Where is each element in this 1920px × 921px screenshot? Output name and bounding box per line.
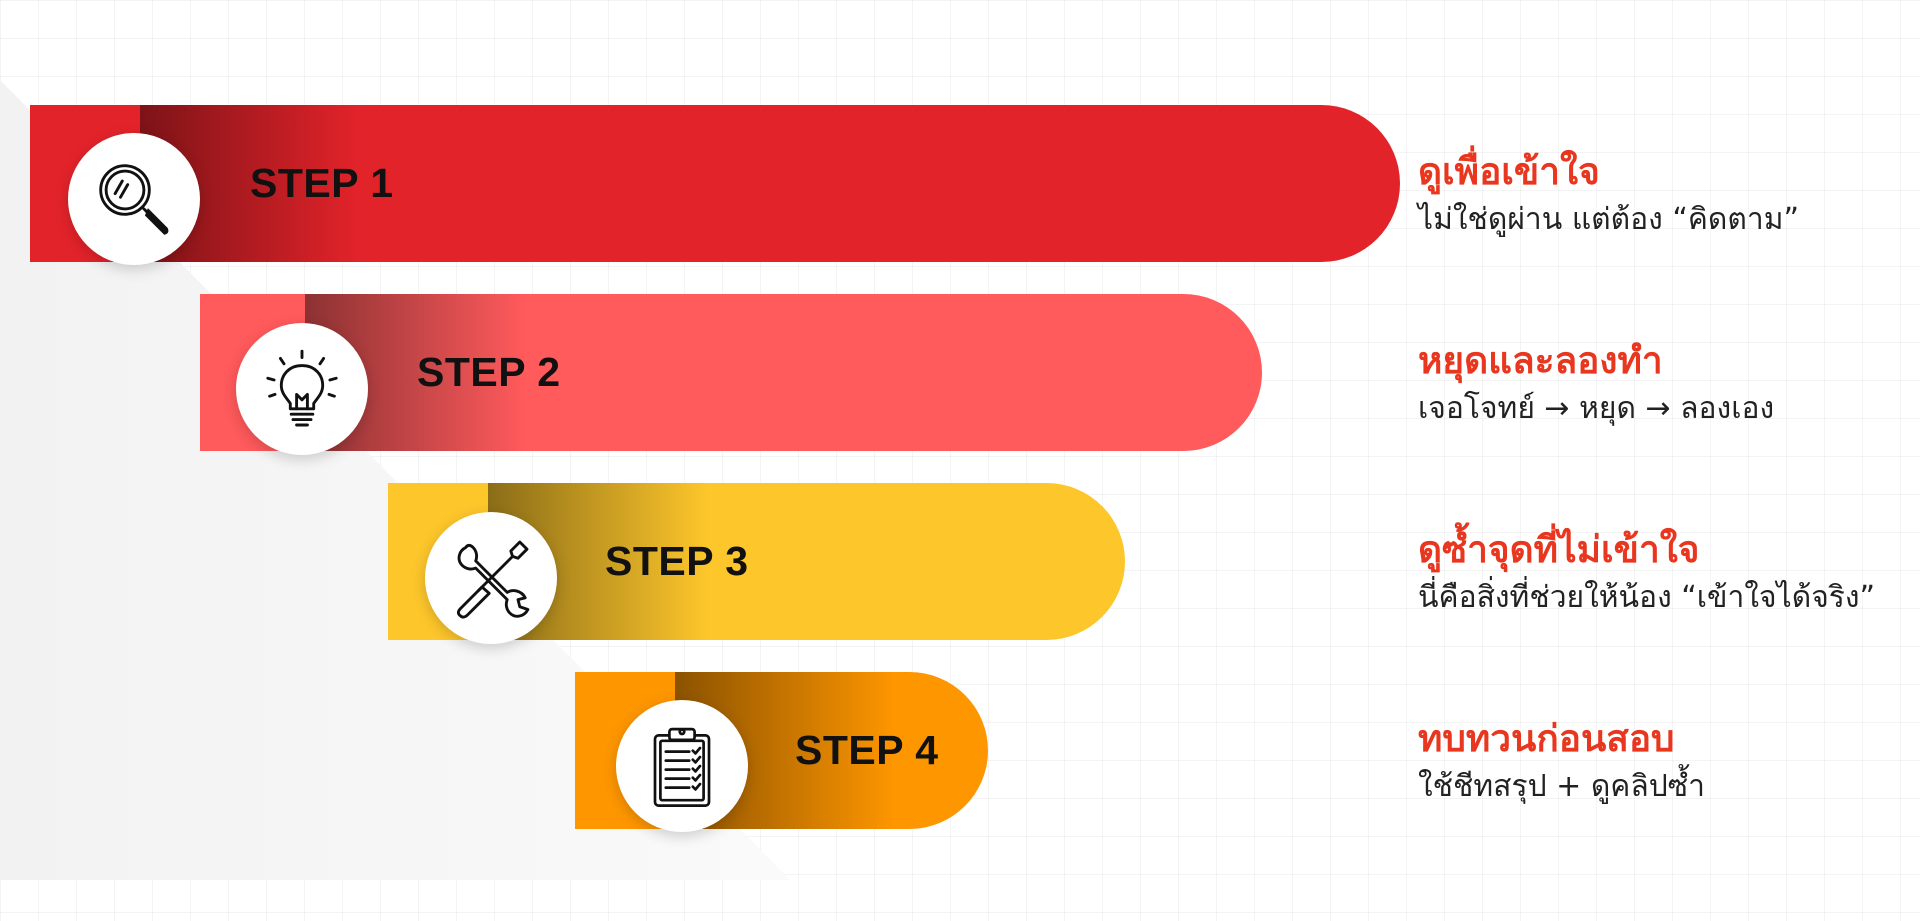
step-1-title: ดูเพื่อเข้าใจ	[1418, 150, 1600, 193]
clipboard-checklist-icon	[653, 727, 711, 807]
step-2-description: หยุดและลองทำ เจอโจทย์ → หยุด → ลองเอง	[1418, 336, 1774, 432]
step-1-bar: STEP 1	[30, 105, 1400, 262]
step-4-label: STEP 4	[795, 727, 939, 773]
step-2-icon-circle	[236, 323, 368, 455]
step-1-label: STEP 1	[250, 160, 394, 206]
step-3-label: STEP 3	[605, 538, 749, 584]
step-1-subtitle: ไม่ใช่ดูผ่าน แต่ต้อง “คิดตาม”	[1418, 202, 1800, 237]
step-4-title: ทบทวนก่อนสอบ	[1418, 717, 1675, 760]
step-2-subtitle: เจอโจทย์ → หยุด → ลองเอง	[1418, 391, 1775, 426]
step-4-icon-circle	[616, 700, 748, 832]
step-3-title: ดูซ้ำจุดที่ไม่เข้าใจ	[1418, 528, 1700, 571]
magnifier-icon	[99, 164, 169, 235]
lightbulb-icon	[266, 349, 338, 427]
tools-icon	[456, 540, 530, 619]
step-2-title: หยุดและลองทำ	[1418, 339, 1663, 382]
step-3-icon-circle	[425, 512, 557, 644]
step-1-icon-circle	[68, 133, 200, 265]
step-3-description: ดูซ้ำจุดที่ไม่เข้าใจ นี่คือสิ่งที่ช่วยให…	[1418, 525, 1875, 621]
step-2-label: STEP 2	[417, 349, 561, 395]
step-4-subtitle: ใช้ชีทสรุป + ดูคลิปซ้ำ	[1418, 769, 1706, 804]
step-1-description: ดูเพื่อเข้าใจ ไม่ใช่ดูผ่าน แต่ต้อง “คิดต…	[1418, 147, 1799, 243]
step-4-description: ทบทวนก่อนสอบ ใช้ชีทสรุป + ดูคลิปซ้ำ	[1418, 714, 1705, 810]
step-3-subtitle: นี่คือสิ่งที่ช่วยให้น้อง “เข้าใจได้จริง”	[1418, 580, 1876, 615]
